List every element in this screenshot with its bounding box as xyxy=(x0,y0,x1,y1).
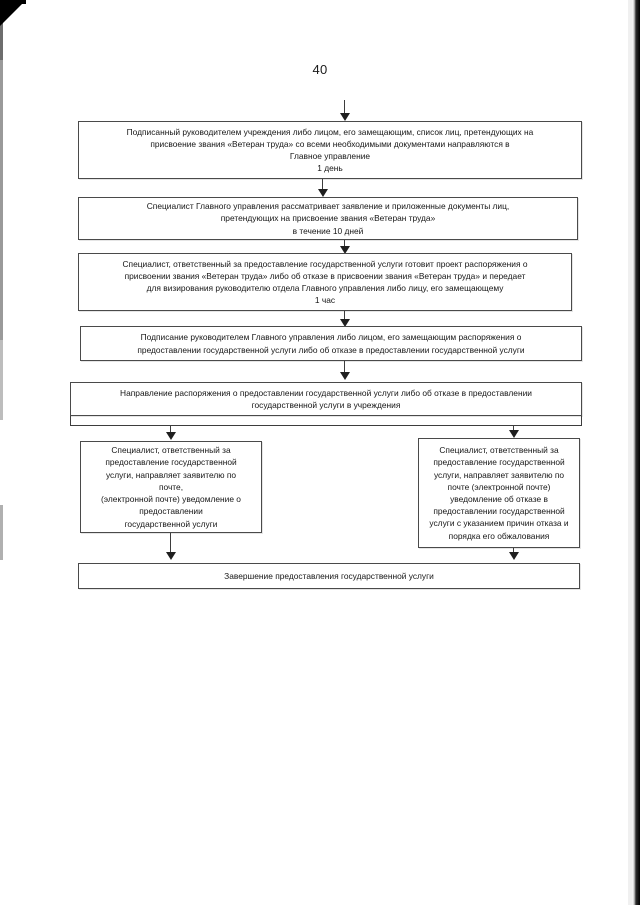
scan-edge-right xyxy=(632,0,640,905)
connector-node-6-to-node-8 xyxy=(170,533,171,555)
box-signed-list-submission-text: Подписанный руководителем учреждения либ… xyxy=(126,126,534,174)
box-specialist-review: Специалист Главного управления рассматри… xyxy=(78,197,578,240)
connector-branch-right-drop xyxy=(581,416,582,426)
connector-into-node-1 xyxy=(344,100,345,116)
box-notify-refusal: Специалист, ответственный за предоставле… xyxy=(418,438,580,548)
page-number: 40 xyxy=(312,62,328,77)
connector-branch-horizontal xyxy=(70,425,582,426)
box-notify-refusal-text: Специалист, ответственный за предоставле… xyxy=(429,445,569,541)
connector-node-2-to-node-3 xyxy=(344,240,345,249)
arrowhead-into-node-1 xyxy=(340,113,350,121)
box-specialist-review-text: Специалист Главного управления рассматри… xyxy=(146,201,510,236)
connector-node-4-to-node-5 xyxy=(344,361,345,375)
box-signing-order-text: Подписание руководителем Главного управл… xyxy=(137,332,525,355)
scan-edge-top xyxy=(0,0,26,4)
connector-branch-to-node-6 xyxy=(170,425,171,437)
arrowhead-into-node-7 xyxy=(509,430,519,438)
box-send-order-to-institutions-text: Направление распоряжения о предоставлени… xyxy=(120,387,532,410)
scan-corner-topleft xyxy=(0,0,26,26)
arrowhead-into-node-8-right xyxy=(509,552,519,560)
box-completion-text: Завершение предоставления государственно… xyxy=(224,570,434,581)
box-signing-order: Подписание руководителем Главного управл… xyxy=(80,326,582,361)
box-notify-approval-text: Специалист, ответственный за предоставле… xyxy=(101,445,241,529)
arrowhead-into-node-4 xyxy=(340,319,350,327)
box-signed-list-submission: Подписанный руководителем учреждения либ… xyxy=(78,121,582,179)
box-completion: Завершение предоставления государственно… xyxy=(78,563,580,589)
scan-edge-right-soft xyxy=(628,0,632,905)
box-prepare-draft-order: Специалист, ответственный за предоставле… xyxy=(78,253,572,311)
scan-edge-left xyxy=(0,0,3,905)
box-prepare-draft-order-text: Специалист, ответственный за предоставле… xyxy=(122,258,528,306)
arrowhead-into-node-2 xyxy=(318,189,328,197)
box-send-order-to-institutions: Направление распоряжения о предоставлени… xyxy=(70,382,582,416)
arrowhead-into-node-3 xyxy=(340,246,350,254)
arrowhead-into-node-6 xyxy=(166,432,176,440)
arrowhead-into-node-5 xyxy=(340,372,350,380)
arrowhead-into-node-8-left xyxy=(166,552,176,560)
connector-node-3-to-node-4 xyxy=(344,311,345,323)
connector-branch-left-drop xyxy=(70,416,71,426)
connector-node-1-to-node-2 xyxy=(322,179,323,191)
box-notify-approval: Специалист, ответственный за предоставле… xyxy=(80,441,262,533)
